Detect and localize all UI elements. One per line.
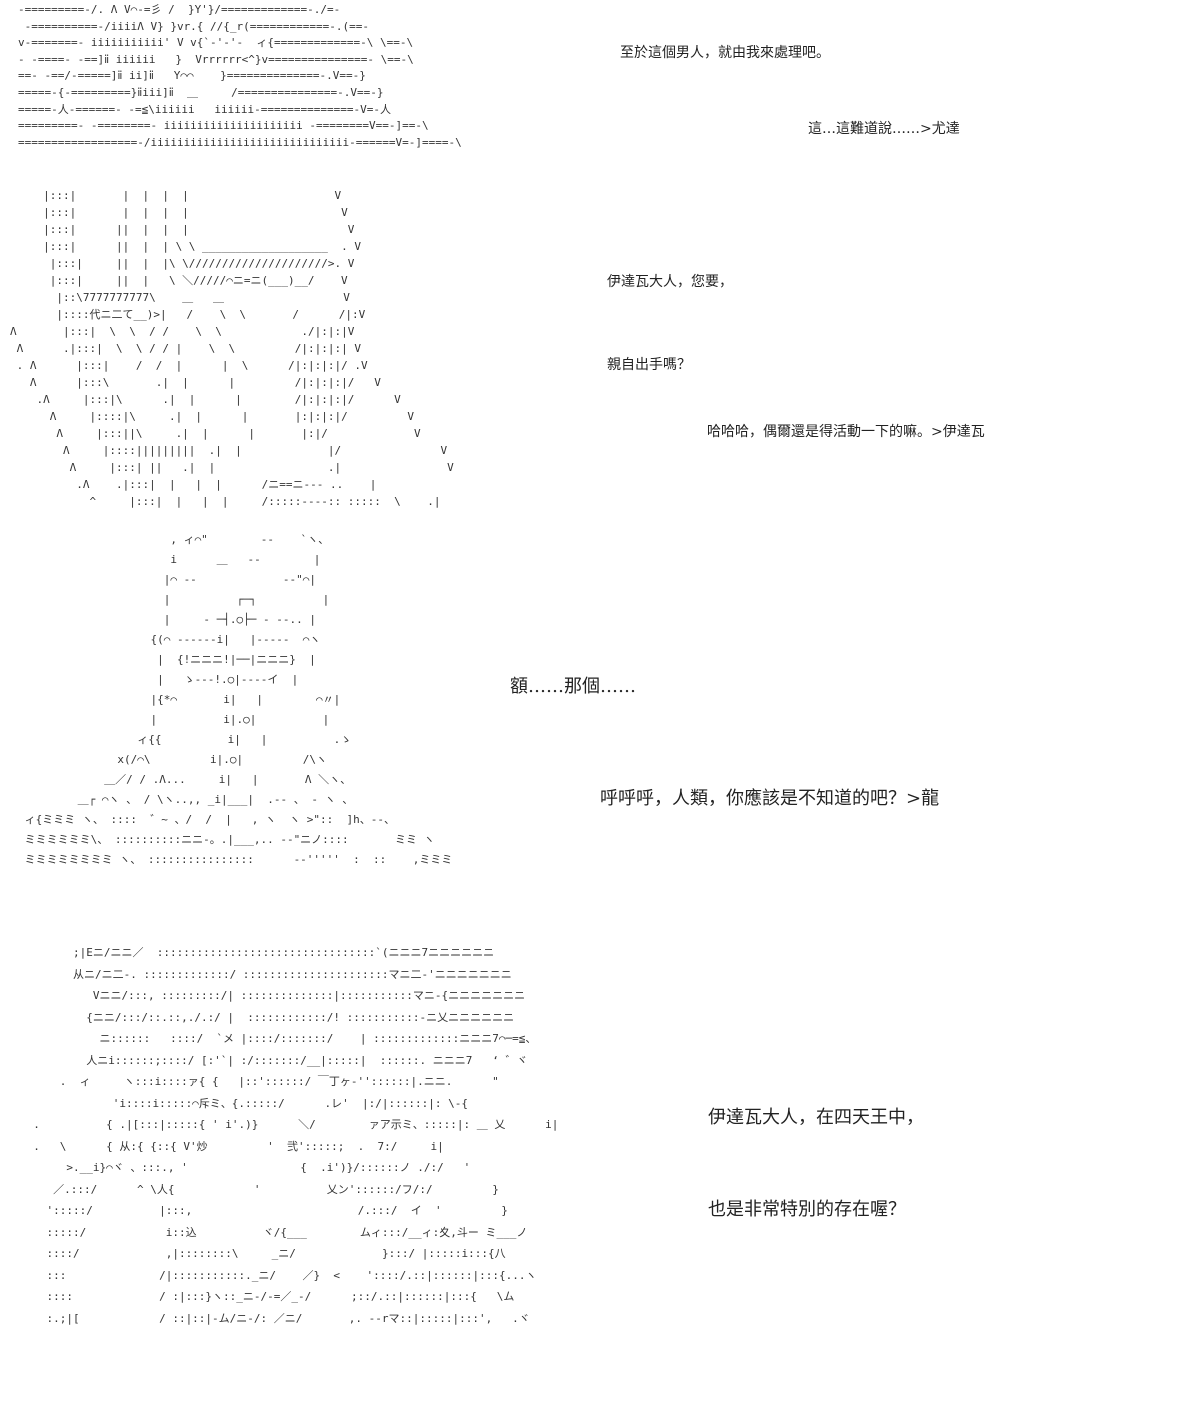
dialogue-line-5: 哈哈哈，偶爾還是得活動一下的嘛。>伊達瓦 — [707, 424, 985, 440]
ascii-art-panel-1: -=========-/. Λ V⌒-=彡 / }Y'}/===========… — [18, 3, 462, 149]
dialogue-line-4: 親自出手嗎？ — [607, 357, 691, 373]
dialogue-line-3: 伊達瓦大人，您要， — [607, 274, 733, 290]
dialogue-line-7: 呼呼呼，人類，你應該是不知道的吧？>龍 — [600, 788, 940, 809]
dialogue-line-9: 也是非常特別的存在喔？ — [708, 1199, 906, 1220]
ascii-art-panel-3: , ィ⌒" ‐- `ヽ、 i ＿ ‐- | |⌒ ‐- ‐-"⌒| | ┌─┐ … — [24, 533, 453, 866]
ascii-art-panel-4: ;|Eニ/ニニ／ :::::::::::::::::::::::::::::::… — [33, 946, 559, 1325]
dialogue-line-6: 額……那個…… — [510, 676, 636, 697]
ascii-art-panel-2: |:::| | | | | V |:::| | | | | V |:::| ||… — [10, 189, 454, 508]
dialogue-line-8: 伊達瓦大人，在四天王中， — [708, 1107, 924, 1128]
dialogue-line-2: 這…這難道說……>尤達 — [808, 121, 960, 137]
dialogue-line-1: 至於這個男人，就由我來處理吧。 — [620, 45, 830, 61]
